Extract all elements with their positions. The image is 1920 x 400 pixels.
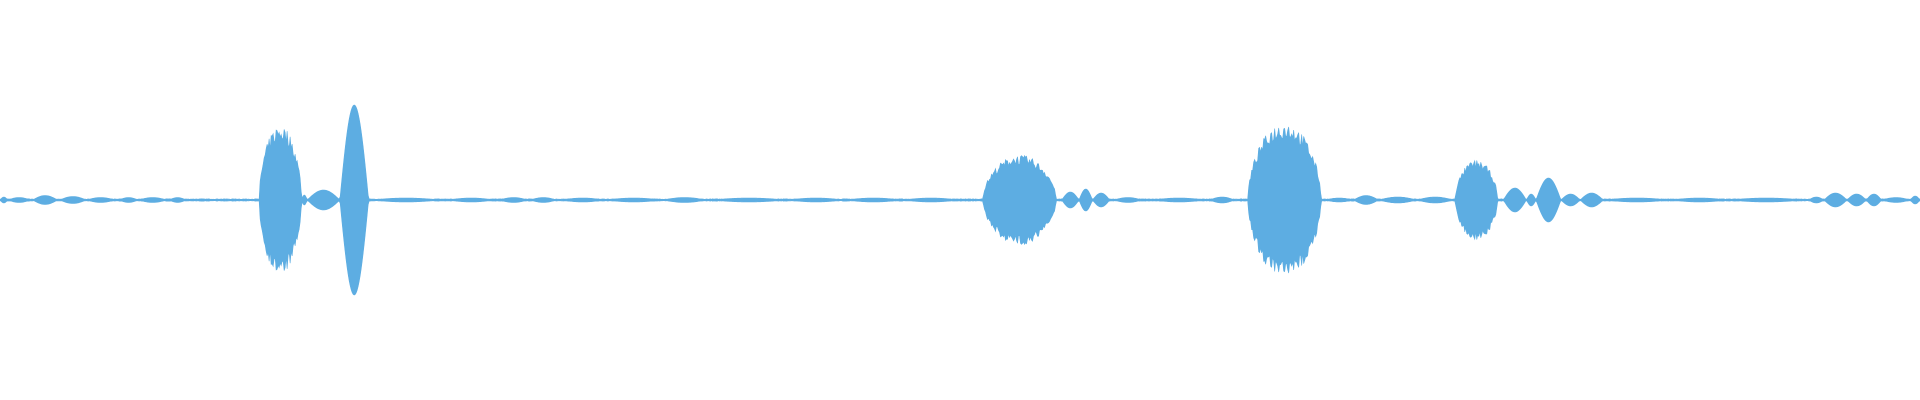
waveform-path xyxy=(0,104,1920,296)
